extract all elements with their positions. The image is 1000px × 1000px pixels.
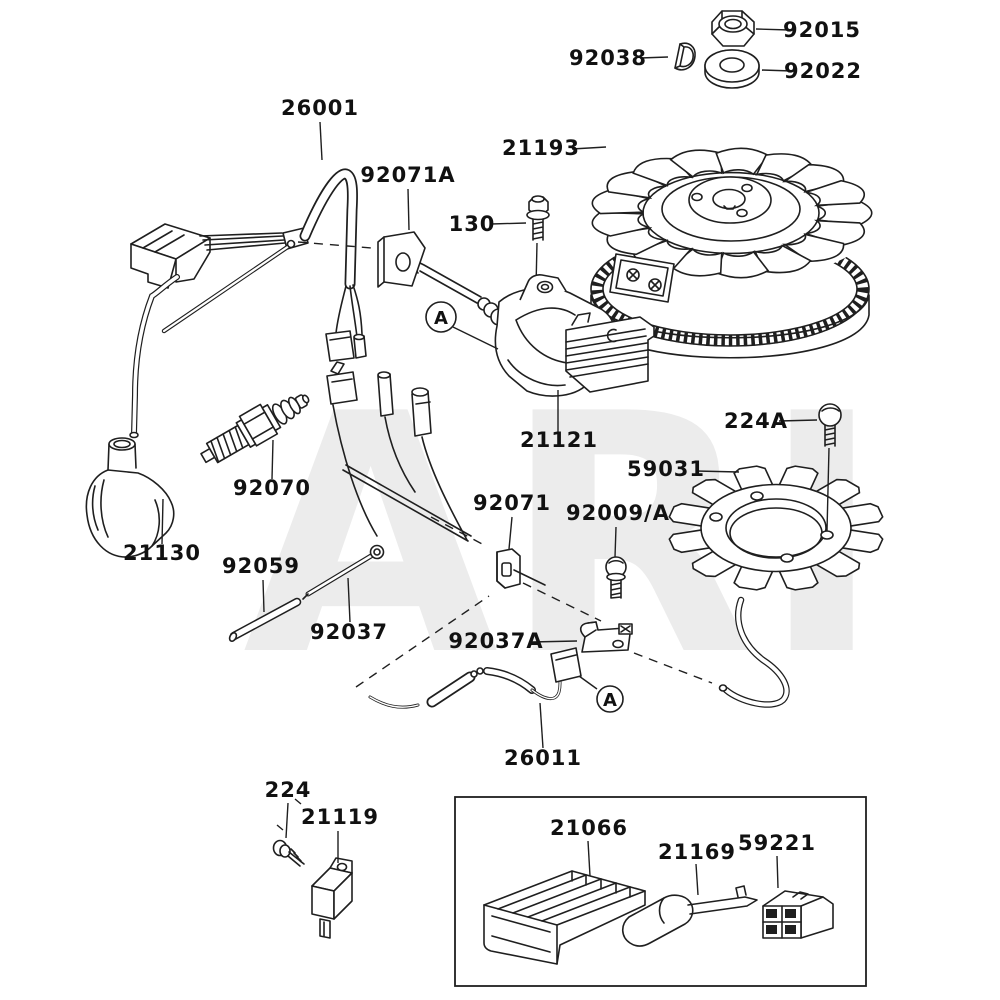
- label-flywheel-nut[interactable]: 92015: [783, 18, 861, 42]
- label-washer[interactable]: 92022: [784, 59, 862, 83]
- label-charging-coil[interactable]: 59031: [627, 457, 705, 481]
- leader-lines: [161, 28, 818, 896]
- part-labels: 92015 92038 92022 21193 26001 92071A 130…: [123, 18, 862, 864]
- assembly-marker-a2-text: A: [603, 690, 617, 711]
- spark-plug-cap-drawing: [85, 437, 175, 558]
- label-coil-bolt[interactable]: 130: [449, 212, 496, 236]
- label-spark-plug[interactable]: 92070: [233, 476, 311, 500]
- inset-box: [454, 796, 867, 987]
- label-wiring-harness[interactable]: 26001: [281, 96, 359, 120]
- label-stator-screw[interactable]: 224A: [724, 409, 788, 433]
- terminal-drawing: [621, 885, 758, 947]
- washer-drawing: [704, 49, 760, 89]
- assembly-marker-a-text: A: [434, 308, 448, 329]
- igniter-drawing: [311, 857, 353, 939]
- charging-coil-drawing: [666, 464, 886, 708]
- clamp-screw-drawing: [605, 556, 627, 599]
- assembly-marker-a2: A: [578, 675, 624, 713]
- label-igniter-screw[interactable]: 224: [265, 778, 312, 802]
- wire-lead-drawing: [368, 647, 582, 709]
- wiring-grommet-drawing: [496, 548, 546, 589]
- igniter-screw-drawing: [272, 798, 305, 867]
- flywheel-nut-drawing: [711, 10, 755, 47]
- label-woodruff-key[interactable]: 92038: [569, 46, 647, 70]
- spark-plug-drawing: [200, 394, 310, 464]
- label-tube[interactable]: 92059: [222, 554, 300, 578]
- woodruff-key-drawing: [674, 42, 696, 71]
- label-wiring-grommet[interactable]: 92071: [473, 491, 551, 515]
- label-voltage-regulator[interactable]: 21066: [550, 816, 628, 840]
- label-ignition-coil[interactable]: 21121: [520, 428, 598, 452]
- wiring-harness-drawing: [129, 168, 472, 542]
- label-wire-lead[interactable]: 26011: [504, 746, 582, 770]
- flywheel-drawing: [581, 144, 881, 359]
- assembly-marker-a: A: [425, 301, 499, 350]
- coil-bolt-drawing: [526, 195, 550, 288]
- voltage-regulator-drawing: [483, 870, 646, 965]
- label-clamp-band[interactable]: 92037: [310, 620, 388, 644]
- label-flywheel[interactable]: 21193: [502, 136, 580, 160]
- tube-drawing: [228, 597, 302, 643]
- label-grommet-plate[interactable]: 92071A: [360, 163, 455, 187]
- wire-clamp-drawing: [579, 621, 633, 653]
- stator-screw-drawing: [818, 403, 842, 532]
- connector-housing-drawing: [762, 890, 834, 939]
- label-connector-housing[interactable]: 59221: [738, 831, 816, 855]
- label-clamp-screw[interactable]: 92009/A: [566, 501, 670, 525]
- label-wire-clamp[interactable]: 92037A: [448, 629, 543, 653]
- label-terminal[interactable]: 21169: [658, 840, 736, 864]
- label-igniter[interactable]: 21119: [301, 805, 379, 829]
- clamp-band-drawing: [302, 544, 385, 600]
- assembly-dashed-lines: [297, 241, 713, 688]
- grommet-plate-drawing: [377, 231, 426, 288]
- ignition-coil-drawing: [414, 262, 655, 397]
- label-spark-plug-cap[interactable]: 21130: [123, 541, 201, 565]
